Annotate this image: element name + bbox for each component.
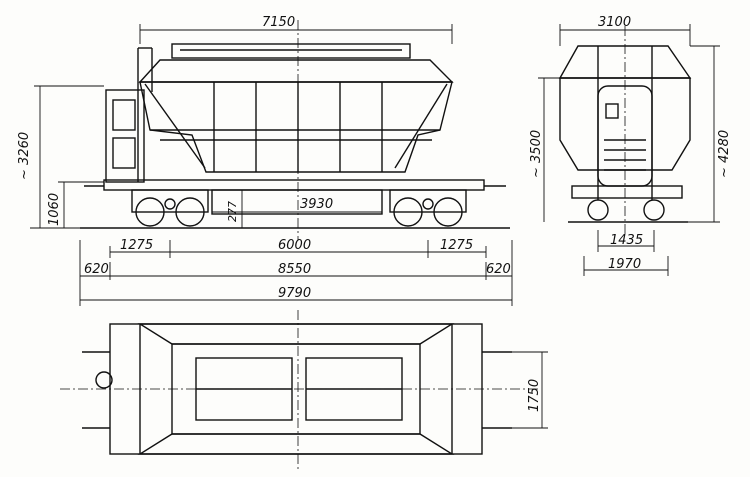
dim-frame-height: 1060 [47, 193, 62, 226]
end-view-dimension-lines [538, 24, 720, 276]
hopper-body [139, 81, 453, 173]
dim-hopper-span: 3930 [300, 197, 333, 212]
side-view-dimension-lines [30, 24, 513, 306]
dim-end-left: 620 [84, 262, 109, 277]
dim-total-length: 9790 [278, 286, 311, 301]
side-view [80, 20, 510, 240]
plan-view [60, 310, 540, 470]
end-view [558, 26, 692, 234]
dim-overhang-left: 1275 [120, 238, 153, 253]
dim-bogie-width: 1970 [608, 257, 641, 272]
bogie-left [131, 189, 209, 227]
roof-walkway [171, 43, 411, 59]
dim-gauge: 1435 [610, 233, 643, 248]
dim-overhang-right: 1275 [440, 238, 473, 253]
bogie-right [389, 189, 467, 227]
dim-gap: 277 [226, 201, 239, 222]
dim-plan-width: 1750 [527, 379, 542, 412]
dim-frame-length: 8550 [278, 262, 311, 277]
dim-top-length: 7150 [262, 15, 295, 30]
hopper-top [138, 59, 454, 83]
dim-height-body: ~ 3500 [529, 130, 544, 178]
dim-width-top: 3100 [598, 15, 631, 30]
dim-height-roof: ~ 3260 [17, 132, 32, 180]
dim-bogie-centers: 6000 [278, 238, 311, 253]
dim-end-right: 620 [486, 262, 511, 277]
plan-view-dimension-lines [512, 351, 548, 429]
under-frame [103, 179, 485, 191]
dim-height-total: ~ 4280 [717, 130, 732, 178]
end-cab [105, 89, 145, 183]
